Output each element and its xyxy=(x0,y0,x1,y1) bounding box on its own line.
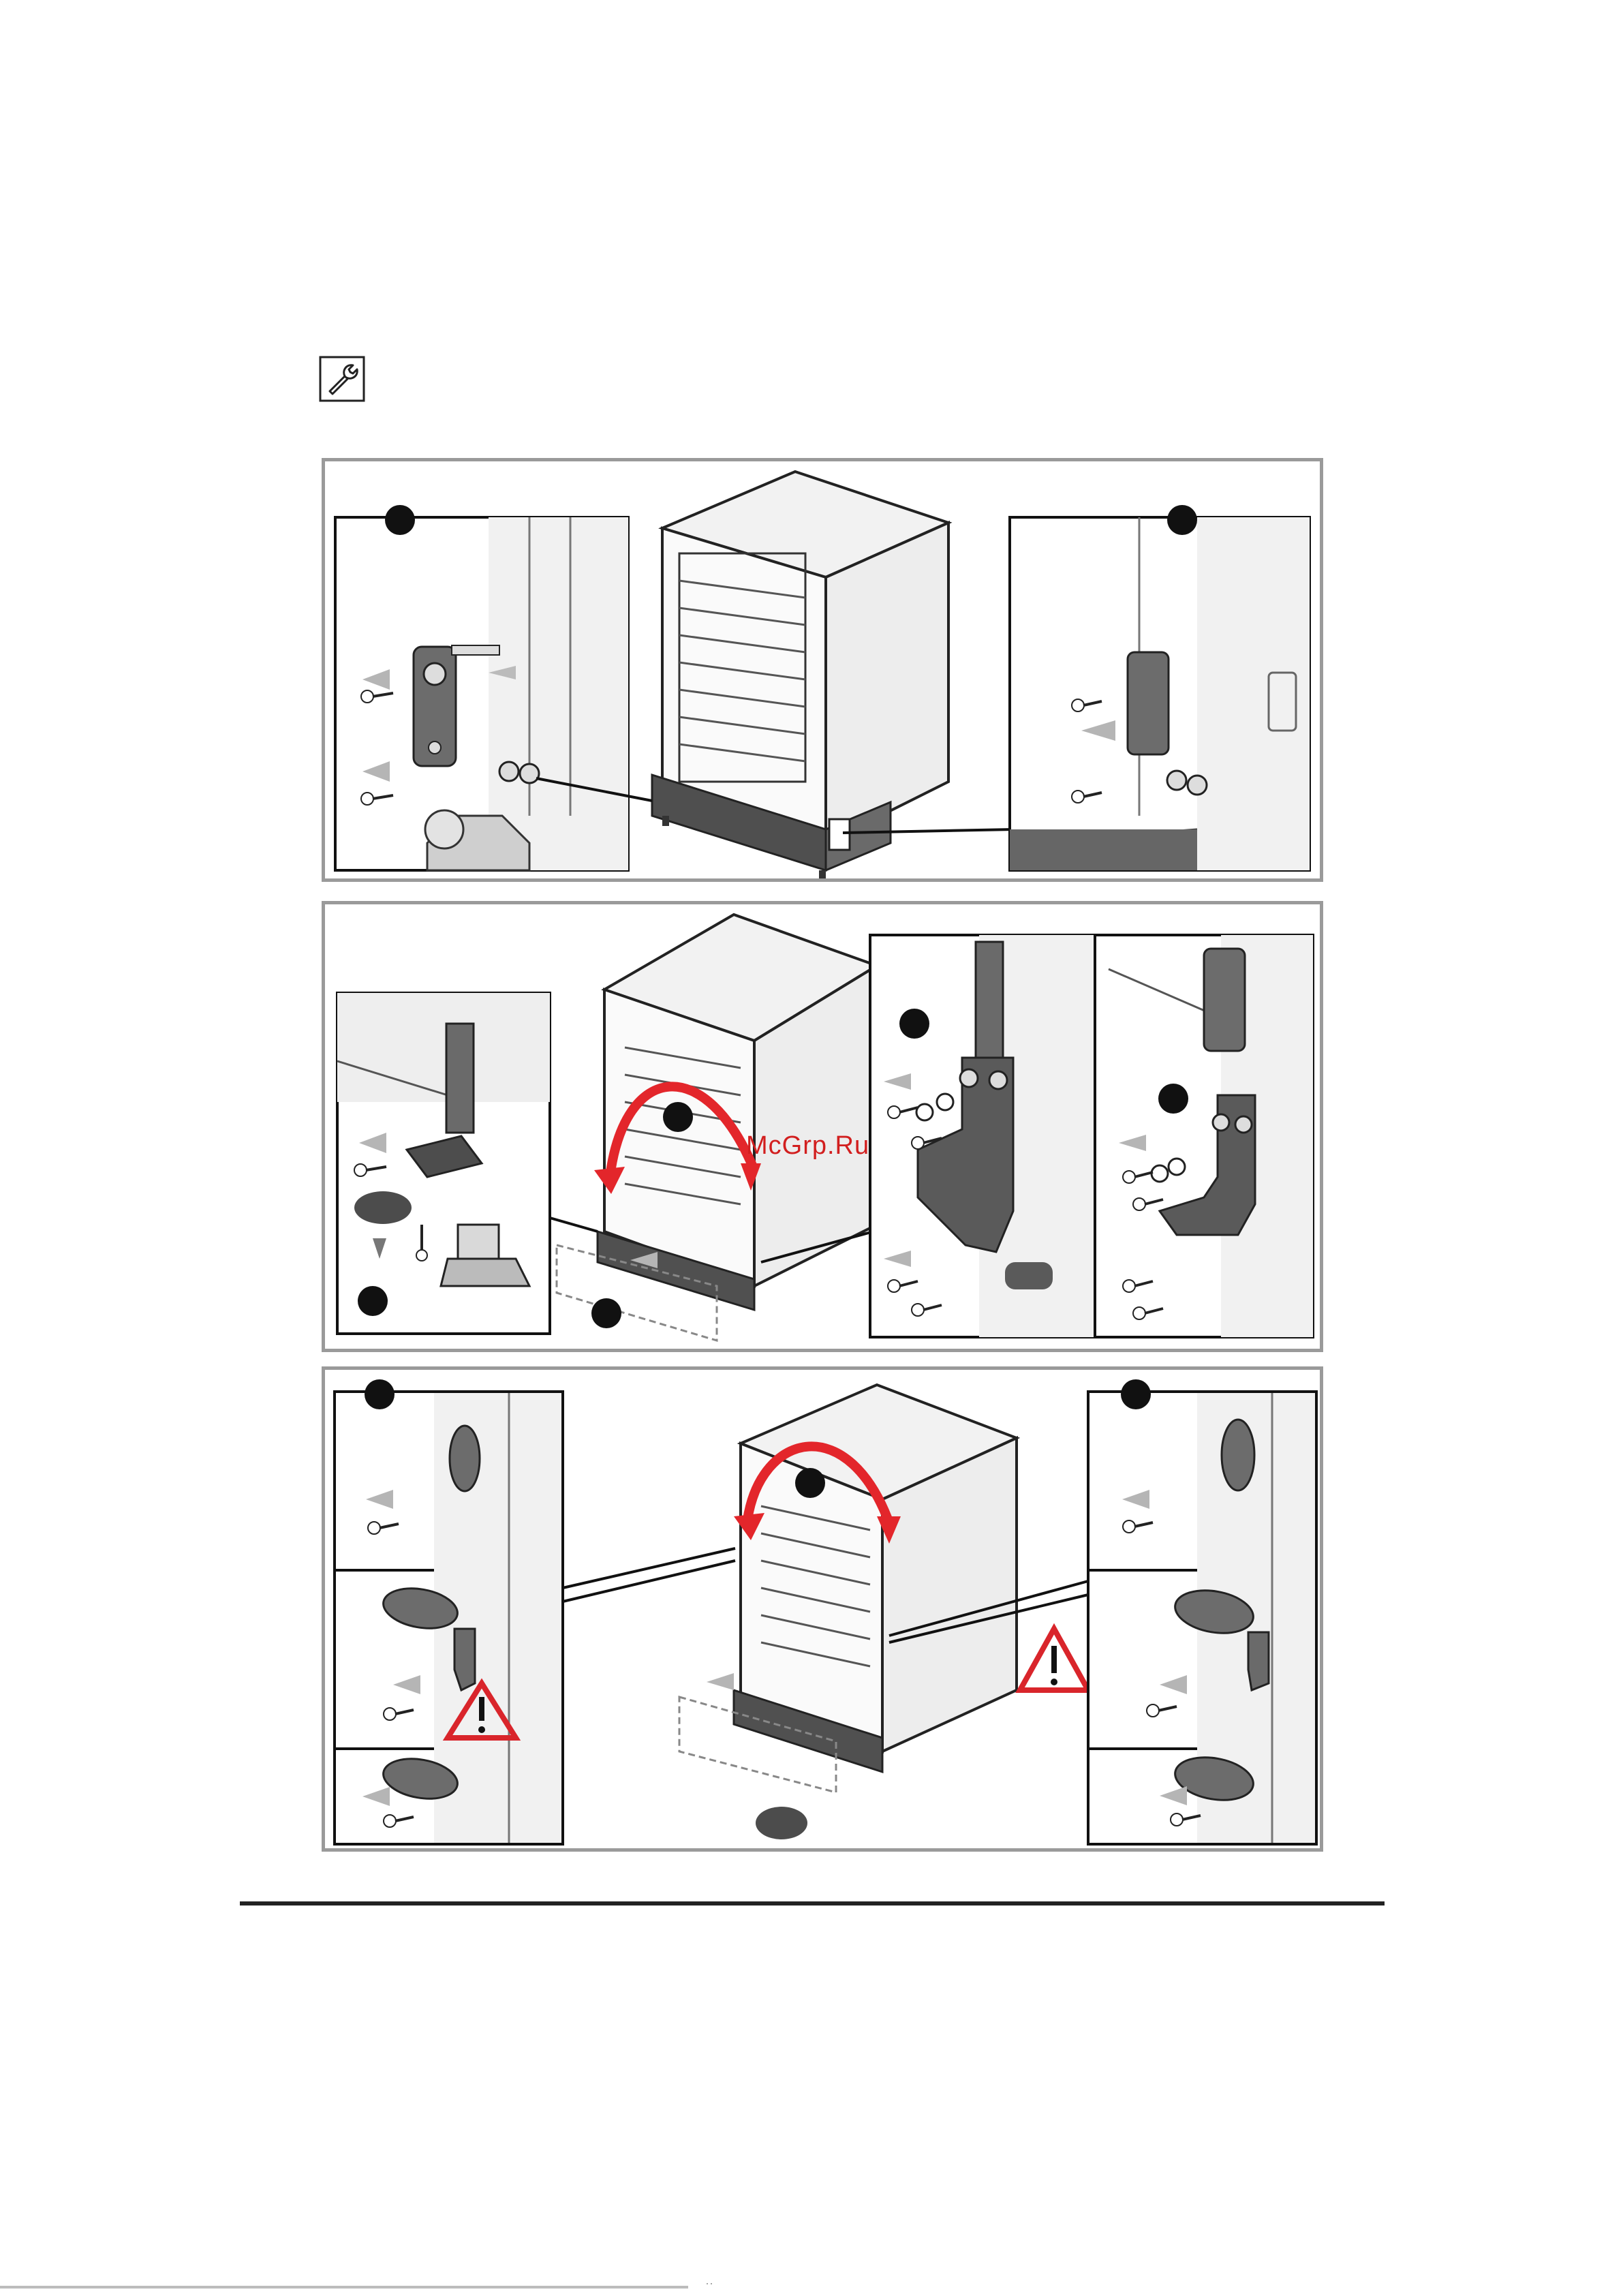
inset-left-column xyxy=(335,1379,563,1844)
foot-icon xyxy=(441,1259,529,1286)
inset-right-bracket xyxy=(870,935,1095,1337)
panel-2-drawing xyxy=(325,904,1323,1352)
oven-icon xyxy=(563,1385,1088,1839)
wrench-icon xyxy=(319,356,365,402)
callout-dot xyxy=(1121,1379,1151,1409)
panel-3-drawing xyxy=(325,1370,1323,1852)
panel-3 xyxy=(322,1366,1323,1852)
section-rule xyxy=(240,1901,1385,1905)
inset-left-hinge xyxy=(335,505,628,870)
washer-icon xyxy=(916,1104,933,1120)
oven-icon xyxy=(550,915,877,1341)
washer-icon xyxy=(1169,1159,1185,1175)
oval-plate-icon xyxy=(450,1426,480,1491)
callout-dot xyxy=(358,1286,388,1316)
washer-icon xyxy=(937,1094,953,1110)
callout-dot xyxy=(591,1298,621,1328)
callout-dot xyxy=(1158,1084,1188,1114)
washer-icon xyxy=(756,1807,807,1839)
watermark: McGrp.Ru xyxy=(746,1131,869,1161)
inset-left-foot xyxy=(337,993,550,1334)
panel-1 xyxy=(322,458,1323,882)
footer-line xyxy=(0,2286,688,2289)
inset-right-plate xyxy=(1010,505,1310,870)
callout-dot xyxy=(1167,505,1197,535)
oval-plate-icon xyxy=(1222,1420,1254,1490)
inset-right-column xyxy=(1088,1379,1316,1844)
callout-dot xyxy=(365,1379,395,1409)
footer-mark: ·· xyxy=(705,2276,713,2291)
washer-icon xyxy=(1151,1165,1168,1182)
callout-dot xyxy=(795,1468,825,1498)
panel-2 xyxy=(322,901,1323,1352)
callout-dot xyxy=(663,1102,693,1132)
callout-dot xyxy=(385,505,415,535)
washer-icon xyxy=(354,1191,412,1224)
callout-dot xyxy=(899,1009,929,1039)
hinge-plate-icon xyxy=(1128,652,1169,754)
inset-right-bracket-2 xyxy=(1095,935,1313,1337)
panel-1-drawing xyxy=(325,461,1323,882)
